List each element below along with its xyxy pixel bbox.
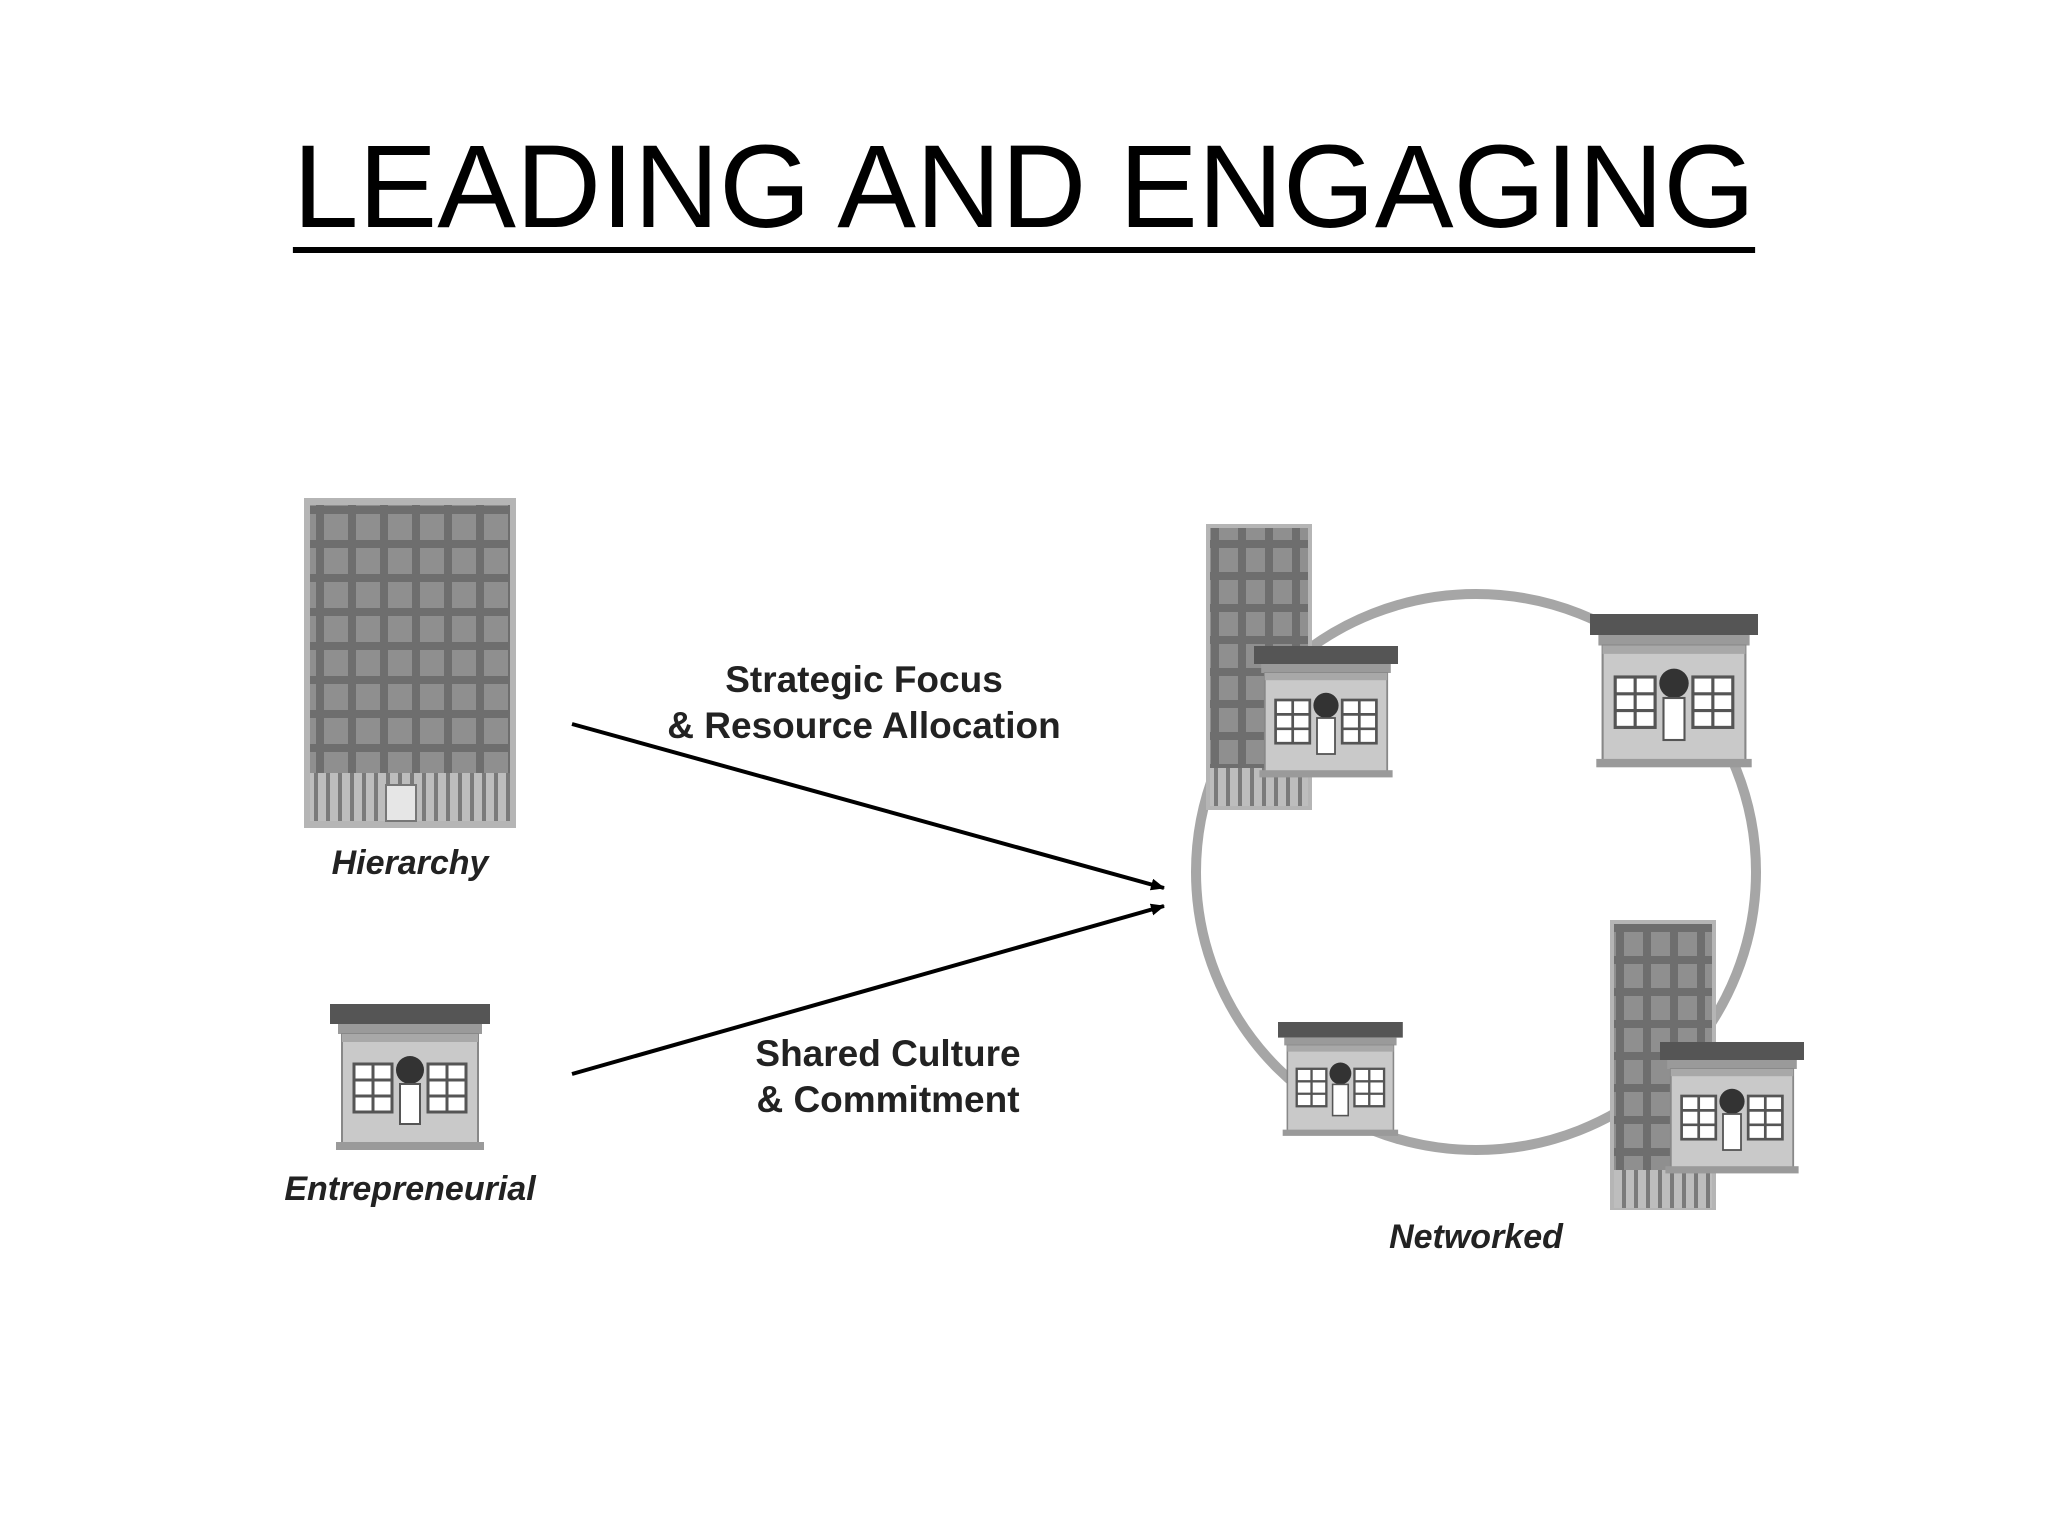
arrow-culture — [571, 903, 1165, 1076]
networked-shop-top-left-icon — [1252, 644, 1400, 779]
networked-label: Networked — [1389, 1218, 1564, 1256]
arrow-strategic — [571, 722, 1165, 891]
networked-shop-top-right-icon — [1588, 612, 1760, 769]
arrow-strategic-label-1: Strategic Focus — [725, 659, 1003, 700]
entrepreneurial-building-icon — [328, 1002, 492, 1152]
hierarchy-label: Hierarchy — [332, 844, 491, 882]
arrow-culture-label-2: & Commitment — [756, 1079, 1019, 1120]
networked-shop-bottom-left-icon — [1276, 1020, 1404, 1138]
entrepreneurial-label: Entrepreneurial — [284, 1170, 537, 1208]
arrow-strategic-label-2: & Resource Allocation — [667, 705, 1060, 746]
slide-title: LEADING AND ENGAGING — [292, 121, 1756, 253]
hierarchy-building-icon — [304, 498, 516, 828]
networked-shop-bottom-right-icon — [1658, 1040, 1806, 1175]
arrow-culture-label-1: Shared Culture — [755, 1033, 1020, 1074]
network-ring — [1191, 589, 1761, 1155]
